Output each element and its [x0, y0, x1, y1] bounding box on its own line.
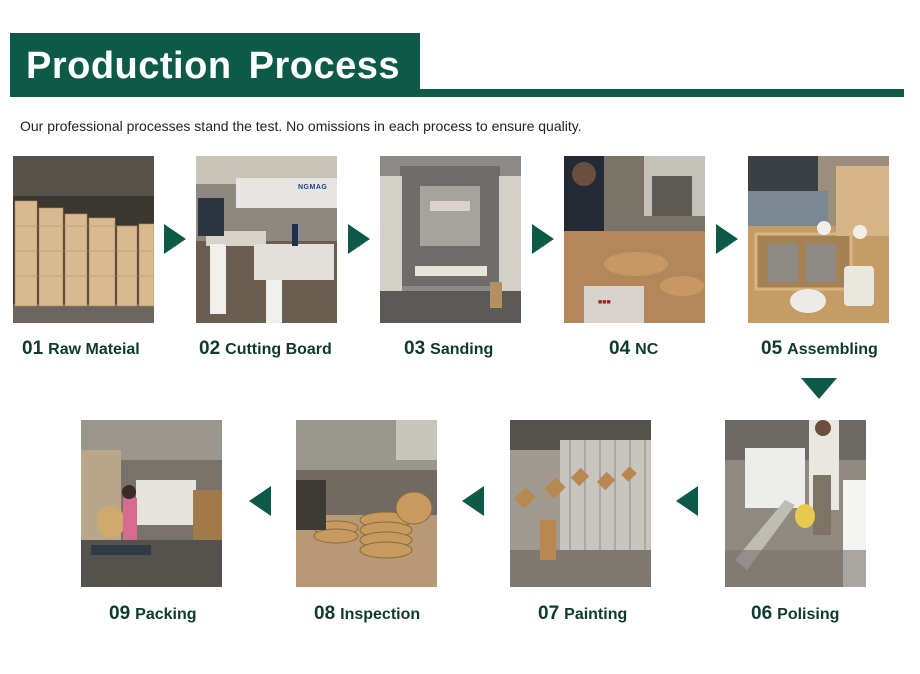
photo-nc: ■■■	[564, 156, 705, 323]
title-banner	[10, 33, 420, 97]
step-number: 01	[22, 338, 44, 359]
step-number: 06	[751, 603, 773, 624]
photo-packing	[81, 420, 222, 587]
step-name: Packing	[135, 606, 197, 623]
photo-raw-material	[13, 156, 154, 323]
triangle-left-icon	[676, 486, 698, 516]
step-name: Cutting Board	[225, 341, 332, 358]
step-number: 07	[538, 603, 560, 624]
step-name: Inspection	[340, 606, 421, 623]
step-number: 05	[761, 338, 783, 359]
step-number: 02	[199, 338, 221, 359]
page-title: Production Process	[26, 45, 400, 87]
step-number: 03	[404, 338, 426, 359]
triangle-right-icon	[532, 224, 554, 254]
triangle-right-icon	[348, 224, 370, 254]
page-subtitle: Our professional processes stand the tes…	[20, 118, 582, 134]
title-underline	[420, 89, 904, 97]
photo-assembling	[748, 156, 889, 323]
triangle-right-icon	[164, 224, 186, 254]
step-name: NC	[635, 341, 659, 358]
triangle-down-icon	[801, 378, 837, 399]
triangle-left-icon	[249, 486, 271, 516]
triangle-left-icon	[462, 486, 484, 516]
step-number: 09	[109, 603, 131, 624]
step-name: Painting	[564, 606, 628, 623]
step-name: Sanding	[430, 341, 494, 358]
step-number: 08	[314, 603, 336, 624]
step-number: 04	[609, 338, 631, 359]
triangle-right-icon	[716, 224, 738, 254]
photo-polising	[725, 420, 866, 587]
photo-painting	[510, 420, 651, 587]
step-name: Assembling	[787, 341, 878, 358]
photo-sanding	[380, 156, 521, 323]
step-name: Raw Mateial	[48, 341, 140, 358]
machine-brand-label: NGMAG	[298, 184, 328, 191]
photo-inspection	[296, 420, 437, 587]
photo-cutting-board: NGMAG	[196, 156, 337, 323]
step-name: Polising	[777, 606, 840, 623]
svg-text:■■■: ■■■	[598, 299, 611, 306]
